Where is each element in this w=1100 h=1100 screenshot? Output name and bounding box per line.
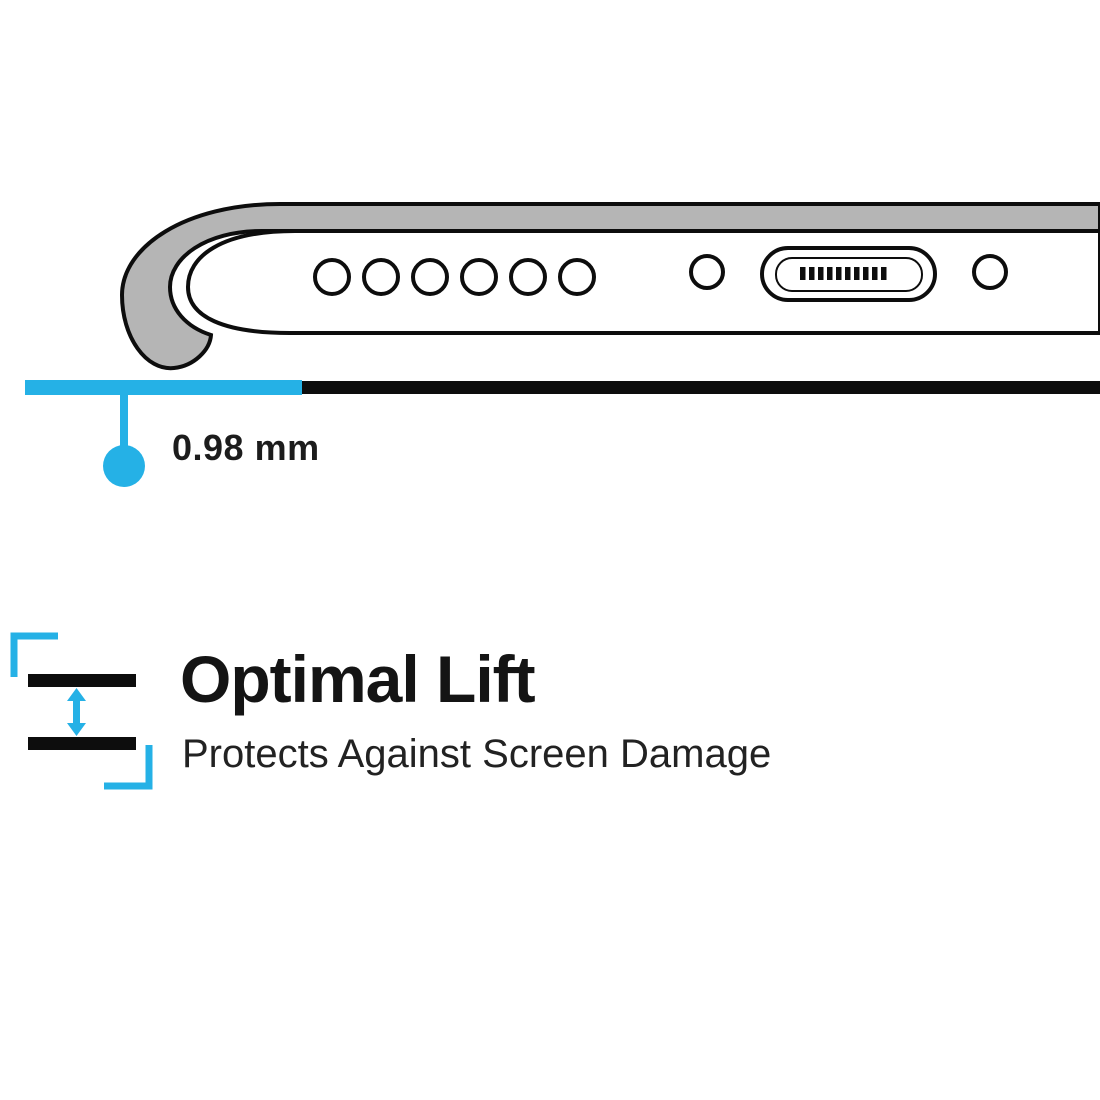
speaker-hole (411, 258, 449, 296)
case-outline (119, 202, 1100, 371)
screw-hole-right (972, 254, 1008, 290)
measurement-pointer-line (120, 395, 128, 449)
speaker-hole (313, 258, 351, 296)
feature-subtitle: Protects Against Screen Damage (182, 732, 772, 776)
speaker-hole (558, 258, 596, 296)
measurement-value: 0.98 mm (172, 427, 320, 468)
bracket-top-left (10, 632, 58, 677)
speaker-hole (460, 258, 498, 296)
feature-title: Optimal Lift (180, 642, 536, 716)
speaker-hole (509, 258, 547, 296)
phone-bottom-edge-in-case-icon (119, 202, 1100, 371)
port-pins (800, 267, 887, 280)
speaker-holes (313, 258, 596, 296)
case-lip-height-bar (25, 380, 302, 395)
screen-baseline-bar (302, 381, 1100, 394)
double-arrow-icon (67, 688, 86, 736)
charging-port-icon (760, 246, 937, 302)
measurement-pointer-dot (103, 445, 145, 487)
screen-layer-top (28, 674, 136, 687)
lift-gap-icon (10, 632, 153, 790)
screen-layer-bottom (28, 737, 136, 750)
screw-hole-left (689, 254, 725, 290)
bracket-bottom-right (104, 745, 153, 790)
speaker-hole (362, 258, 400, 296)
